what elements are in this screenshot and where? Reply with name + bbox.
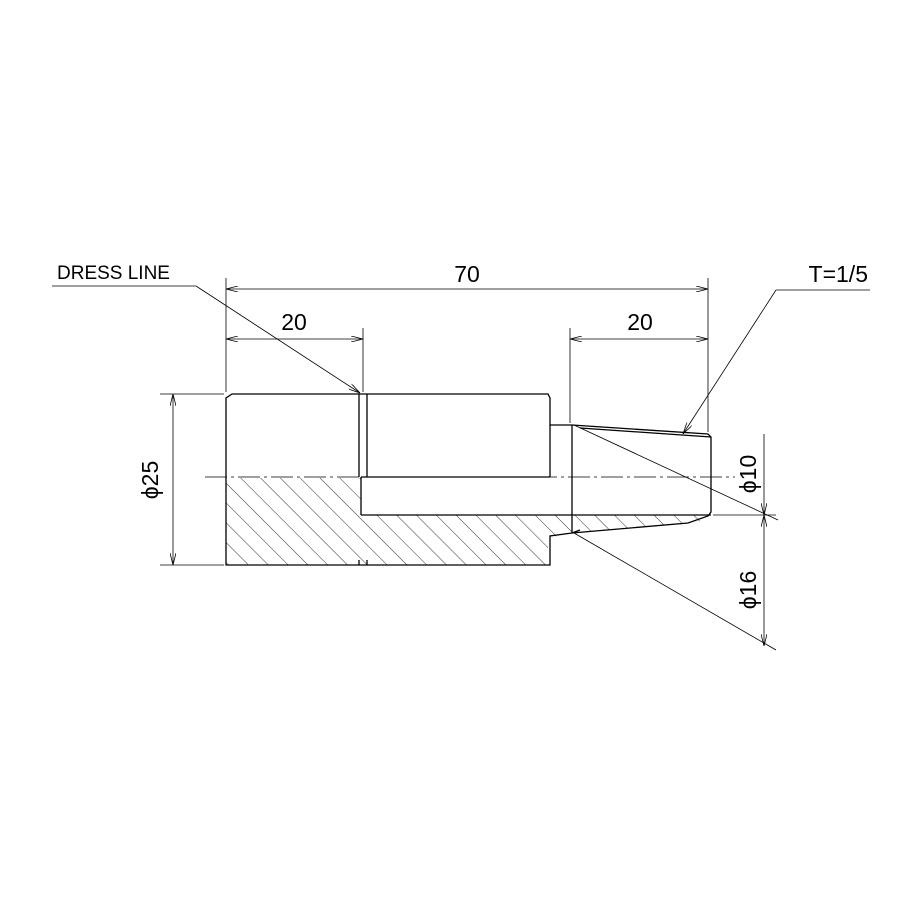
section-hatching <box>226 478 708 565</box>
taper-label: T=1/5 <box>809 261 868 287</box>
dimension-tip-diameter <box>573 424 779 651</box>
taper-leader <box>683 289 870 434</box>
dimension-outer-diameter <box>160 393 224 566</box>
bore-diameter-label: ϕ10 <box>735 455 761 493</box>
right-segment-label: 20 <box>627 309 653 335</box>
dress-line-label: DRESS LINE <box>57 263 170 284</box>
dimension-overall <box>225 278 709 432</box>
outer-diameter-label: ϕ25 <box>137 461 163 499</box>
part-outline <box>225 393 712 566</box>
left-segment-label: 20 <box>281 309 307 335</box>
dress-line-leader <box>52 285 360 393</box>
dimension-right-segment <box>569 328 708 423</box>
tip-diameter-label: ϕ16 <box>735 571 761 609</box>
overall-length-label: 70 <box>454 261 480 287</box>
dimension-left-segment <box>226 328 364 392</box>
